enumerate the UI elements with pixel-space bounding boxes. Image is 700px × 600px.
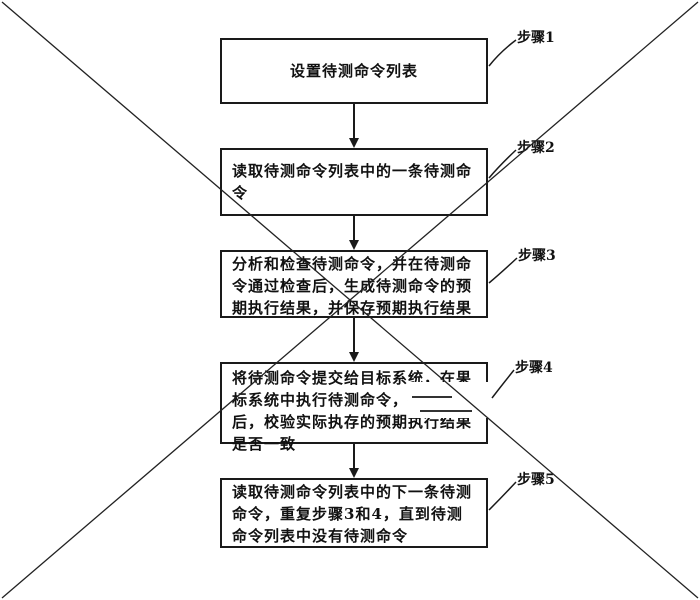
step-1-box: 设置待测命令列表 — [220, 38, 488, 104]
step-5-text: 读取待测命令列表中的下一条待测命令，重复步骤3和4，直到待测命令列表中没有待测命… — [232, 483, 473, 545]
step-3-label: 步骤3 — [518, 248, 556, 264]
arrow-3-4-head — [349, 352, 359, 362]
step-3-box: 分析和检查待测命令，并在待测命令通过检查后，生成待测命令的预期执行结果，并保存预… — [220, 250, 488, 318]
scan-artifact-line — [420, 410, 472, 412]
step-3-leader — [488, 257, 518, 284]
step-5-leader — [488, 481, 517, 511]
scan-artifact — [408, 382, 494, 418]
step-4-leader — [491, 369, 515, 399]
step-5-label: 步骤5 — [517, 472, 555, 488]
step-3-text: 分析和检查待测命令，并在待测命令通过检查后，生成待测命令的预期执行结果，并保存预… — [232, 255, 473, 317]
step-2-leader — [488, 149, 517, 179]
arrow-2-3 — [353, 216, 355, 240]
step-5-box: 读取待测命令列表中的下一条待测命令，重复步骤3和4，直到待测命令列表中没有待测命… — [220, 478, 488, 548]
arrow-3-4 — [353, 318, 355, 352]
step-2-label: 步骤2 — [517, 140, 555, 156]
step-2-box: 读取待测命令列表中的一条待测命令 — [220, 148, 488, 216]
arrow-2-3-head — [349, 240, 359, 250]
step-1-label: 步骤1 — [517, 30, 555, 46]
step-1-leader — [488, 39, 517, 67]
scan-artifact-line — [412, 396, 452, 398]
arrow-4-5-head — [349, 468, 359, 478]
arrow-4-5 — [353, 444, 355, 468]
step-4-label: 步骤4 — [515, 360, 553, 376]
arrow-1-2-head — [349, 138, 359, 148]
step-1-text: 设置待测命令列表 — [289, 62, 418, 80]
step-2-text: 读取待测命令列表中的一条待测命令 — [232, 162, 473, 202]
arrow-1-2 — [353, 104, 355, 138]
